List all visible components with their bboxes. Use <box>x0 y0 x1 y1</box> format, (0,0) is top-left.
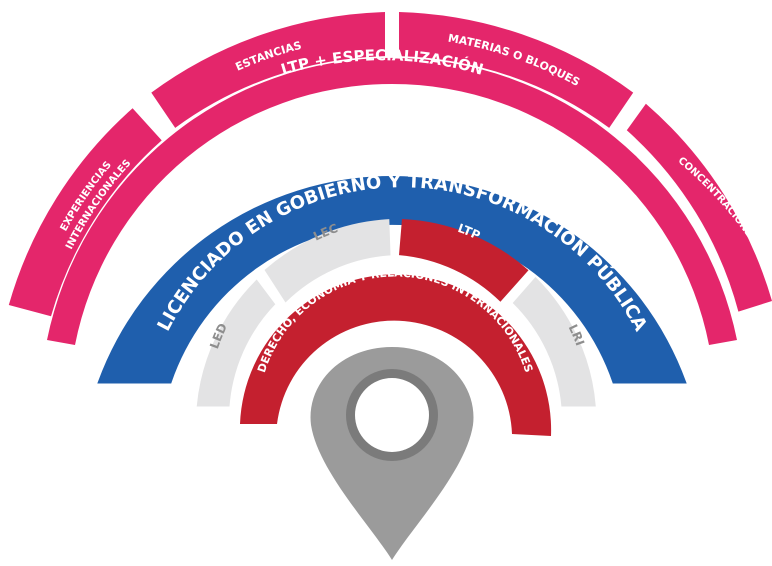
experiencias-segment <box>8 108 162 317</box>
concentraciones-segment <box>626 103 772 312</box>
location-pin-icon <box>310 347 474 560</box>
core-band <box>240 274 552 436</box>
led-segment <box>196 279 276 407</box>
materias-segment <box>399 12 634 128</box>
estancias-segment <box>151 12 385 128</box>
lec-segment <box>264 219 391 303</box>
program-ring <box>196 219 596 407</box>
outer-ring <box>8 12 772 317</box>
specialization-band <box>47 57 737 346</box>
lri-segment <box>512 277 596 407</box>
ltp-segment <box>399 219 529 302</box>
degree-band <box>97 175 687 384</box>
